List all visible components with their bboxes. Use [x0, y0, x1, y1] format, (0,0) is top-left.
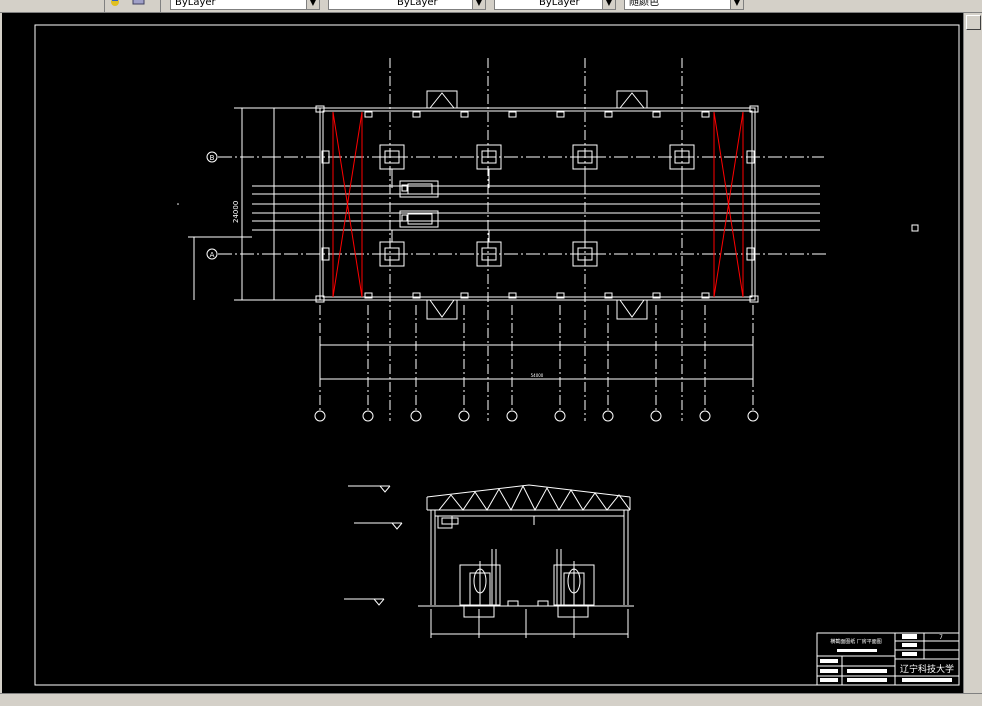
- color-combo[interactable]: ByLayer ▼: [170, 0, 320, 10]
- toolbar-separator: [160, 0, 161, 12]
- axis-label-b: B: [210, 154, 215, 162]
- plotstyle-combo[interactable]: 随颜色 ▼: [624, 0, 744, 10]
- wall-columns: [315, 105, 759, 303]
- horizontal-dimensions: [319, 338, 754, 383]
- column-axis-bubbles: [314, 410, 759, 422]
- vertical-scrollbar[interactable]: [963, 13, 982, 693]
- row-axis-bubbles: [206, 151, 218, 260]
- scroll-up-button[interactable]: [966, 15, 981, 30]
- crane-rails: [252, 185, 820, 231]
- linetype-combo-value: ByLayer: [397, 0, 438, 8]
- stray-point: [177, 203, 179, 205]
- chevron-down-icon[interactable]: ▼: [602, 0, 615, 9]
- cross-bracing: [332, 111, 744, 298]
- lineweight-combo[interactable]: ByLayer ▼: [494, 0, 616, 10]
- properties-toolbar: ByLayer ▼ ByLayer ▼ ByLayer ▼ 随颜色 ▼: [0, 0, 982, 13]
- color-combo-value: ByLayer: [175, 0, 216, 8]
- axis-label-a: A: [210, 251, 215, 259]
- title-block-sheet-number: 7: [939, 634, 943, 641]
- layer-previous-icon[interactable]: [110, 0, 124, 10]
- vertical-dimensions: [188, 107, 320, 301]
- equipment-units: [379, 144, 695, 267]
- sheet-border: [34, 24, 960, 686]
- vertical-dimension-text: 24000: [232, 201, 240, 223]
- layer-states-icon[interactable]: [132, 0, 146, 10]
- plan-view: [188, 58, 828, 421]
- title-block-drawing-name: 横截面图纸 厂房平面图: [830, 638, 882, 645]
- title-block: [816, 632, 960, 686]
- drawing-svg: B A 24000 54000: [34, 24, 960, 686]
- chevron-down-icon[interactable]: ▼: [730, 0, 743, 9]
- building-outline: [319, 107, 756, 301]
- lineweight-combo-value: ByLayer: [539, 0, 580, 8]
- linetype-combo[interactable]: ByLayer ▼: [328, 0, 486, 10]
- title-block-institution: 辽宁科技大学: [900, 663, 954, 675]
- axis-bubble-a: [206, 248, 218, 260]
- drawing-canvas[interactable]: B A 24000 54000: [2, 13, 963, 693]
- plan-grid-axes-horizontal: [218, 156, 828, 255]
- grip-handle[interactable]: [911, 224, 919, 232]
- plan-grid-axes-vertical: [319, 58, 754, 421]
- plotstyle-combo-value: 随颜色: [629, 0, 659, 8]
- chevron-down-icon[interactable]: ▼: [306, 0, 319, 9]
- total-dimension-text: 54000: [531, 373, 544, 378]
- horizontal-scrollbar[interactable]: [0, 693, 982, 706]
- toolbar-separator: [104, 0, 105, 12]
- chevron-down-icon[interactable]: ▼: [472, 0, 485, 9]
- section-view: [344, 484, 634, 638]
- axis-bubble-b: [206, 151, 218, 163]
